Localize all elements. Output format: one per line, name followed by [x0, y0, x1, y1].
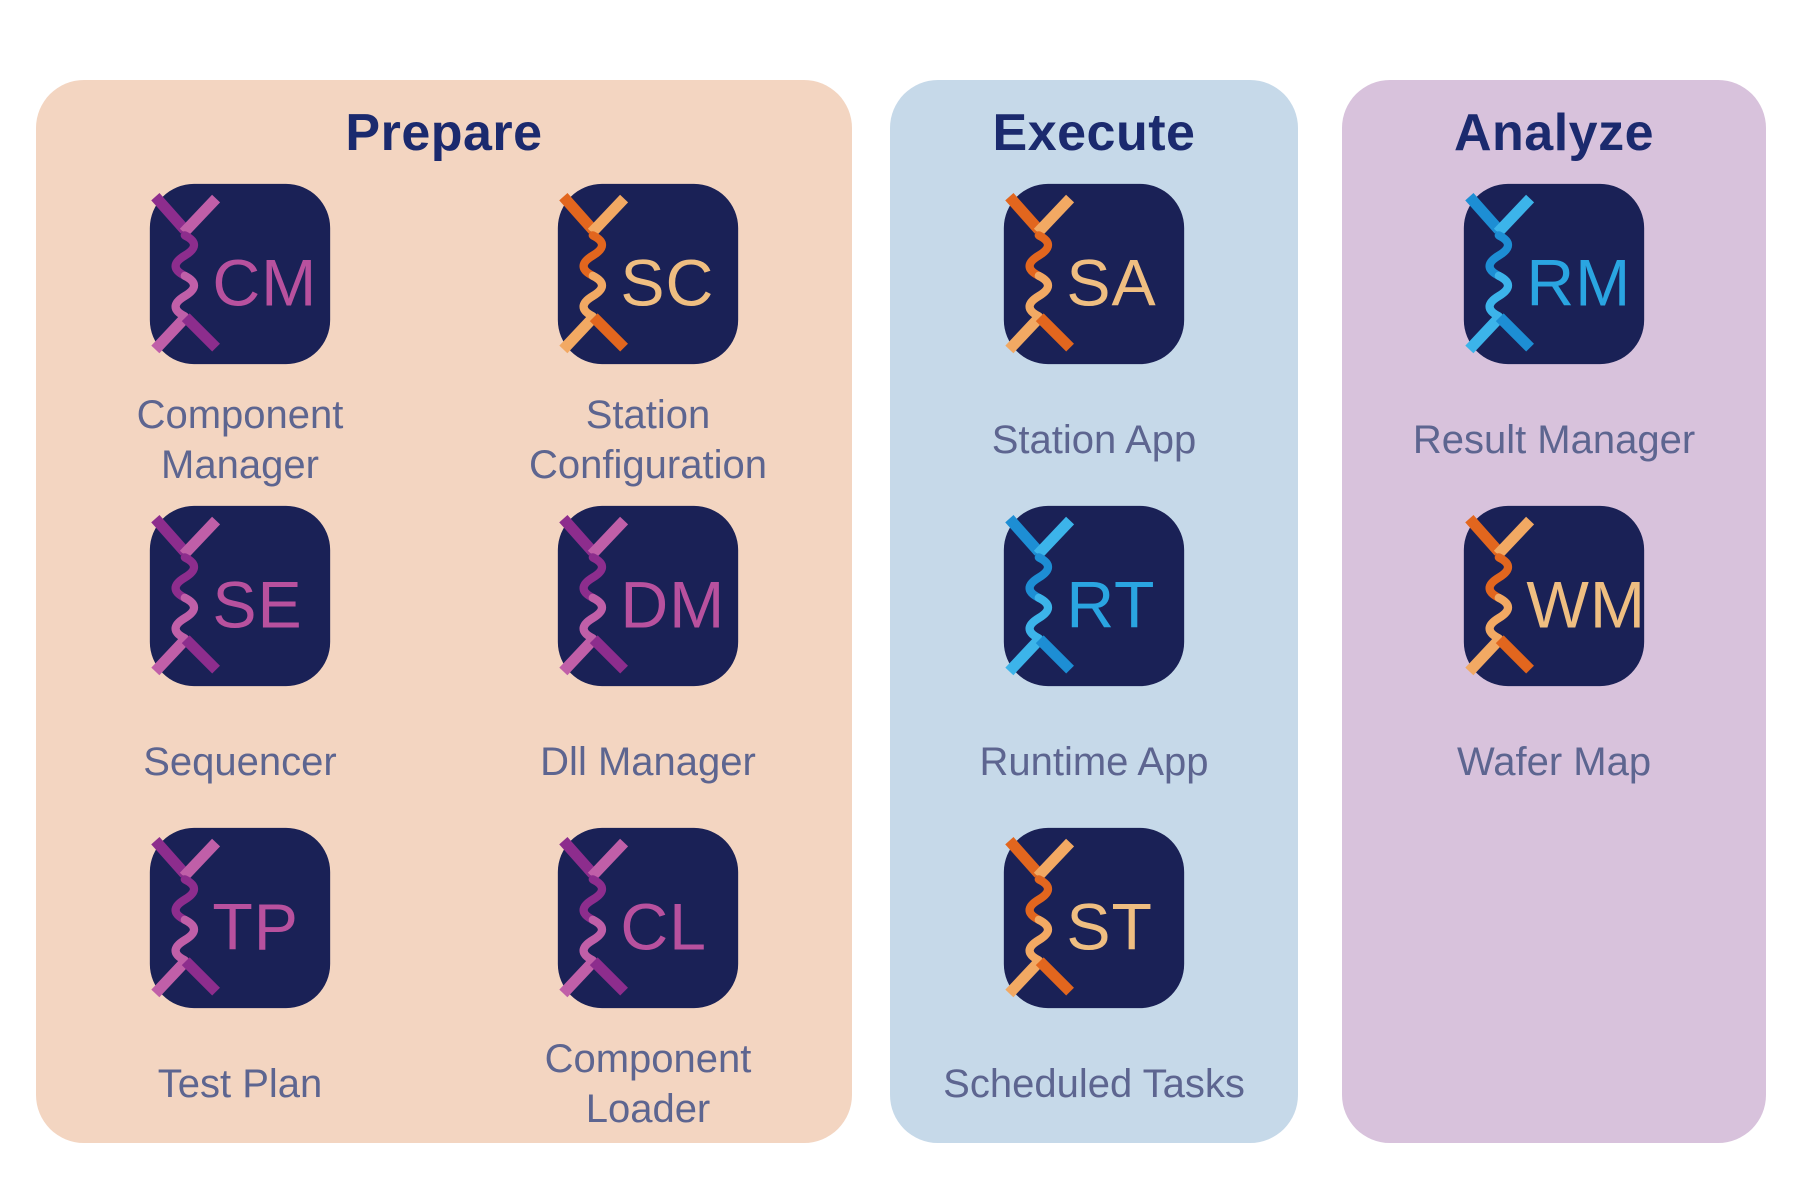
- icon-abbr: SC: [620, 246, 714, 320]
- app-label: Test Plan: [157, 1062, 323, 1106]
- execute-apps-grid: SA Station App RT Runtime App ST Sche: [890, 182, 1298, 1134]
- analyze-apps-grid: RM Result Manager WM Wafer Map: [1342, 182, 1766, 812]
- icon-abbr: TP: [212, 890, 298, 964]
- icon-abbr: ST: [1066, 890, 1152, 964]
- icon-abbr: RM: [1526, 246, 1631, 320]
- sequencer-app-icon: SE: [149, 505, 331, 687]
- prepare-panel-title: Prepare: [345, 104, 543, 162]
- app-dll-manager[interactable]: DM Dll Manager: [540, 504, 756, 812]
- app-component-manager[interactable]: CM Component Manager: [136, 182, 344, 490]
- test-plan-app-icon: TP: [149, 827, 331, 1009]
- analyze-panel-title: Analyze: [1453, 104, 1655, 162]
- component-loader-app-icon: CL: [556, 827, 739, 1009]
- icon-abbr: RT: [1066, 568, 1155, 642]
- app-label: Sequencer: [143, 740, 337, 784]
- icon-abbr: WM: [1526, 568, 1646, 642]
- app-component-loader[interactable]: CL Component Loader: [544, 826, 752, 1134]
- app-test-plan[interactable]: TP Test Plan: [148, 826, 332, 1134]
- icon-abbr: CL: [620, 890, 707, 964]
- icon-abbr: DM: [620, 568, 725, 642]
- prepare-panel: Prepare CM Component Manager SC Station …: [36, 80, 852, 1143]
- app-station-app[interactable]: SA Station App: [991, 182, 1197, 490]
- runtime-app-app-icon: RT: [1002, 505, 1185, 687]
- icon-abbr: CM: [212, 246, 317, 320]
- station-configuration-app-icon: SC: [556, 183, 739, 365]
- app-station-configuration[interactable]: SC Station Configuration: [529, 182, 767, 490]
- app-scheduled-tasks[interactable]: ST Scheduled Tasks: [943, 826, 1245, 1134]
- station-app-app-icon: SA: [1002, 183, 1185, 365]
- icon-abbr: SE: [212, 568, 302, 642]
- app-label: Dll Manager: [540, 740, 756, 784]
- wafer-map-app-icon: WM: [1463, 505, 1646, 687]
- app-label: Scheduled Tasks: [943, 1062, 1245, 1106]
- app-label: Wafer Map: [1456, 740, 1652, 784]
- dll-manager-app-icon: DM: [556, 505, 739, 687]
- app-label: Runtime App: [979, 740, 1209, 784]
- result-manager-app-icon: RM: [1463, 183, 1645, 365]
- execute-panel: Execute SA Station App RT Runtime App: [890, 80, 1298, 1143]
- prepare-apps-grid: CM Component Manager SC Station Configur…: [36, 182, 852, 1134]
- app-sequencer[interactable]: SE Sequencer: [143, 504, 337, 812]
- icon-abbr: SA: [1066, 246, 1156, 320]
- app-label: Component Loader: [544, 1037, 752, 1131]
- analyze-panel: Analyze RM Result Manager WM Wafer Map: [1342, 80, 1766, 1143]
- execute-panel-title: Execute: [992, 104, 1196, 162]
- app-label: Station Configuration: [529, 393, 767, 487]
- scheduled-tasks-app-icon: ST: [1002, 827, 1185, 1009]
- app-label: Component Manager: [136, 393, 344, 487]
- app-label: Result Manager: [1412, 418, 1696, 462]
- component-manager-app-icon: CM: [149, 183, 331, 365]
- app-label: Station App: [991, 418, 1197, 462]
- app-result-manager[interactable]: RM Result Manager: [1413, 182, 1695, 490]
- app-runtime-app[interactable]: RT Runtime App: [979, 504, 1209, 812]
- app-wafer-map[interactable]: WM Wafer Map: [1457, 504, 1651, 812]
